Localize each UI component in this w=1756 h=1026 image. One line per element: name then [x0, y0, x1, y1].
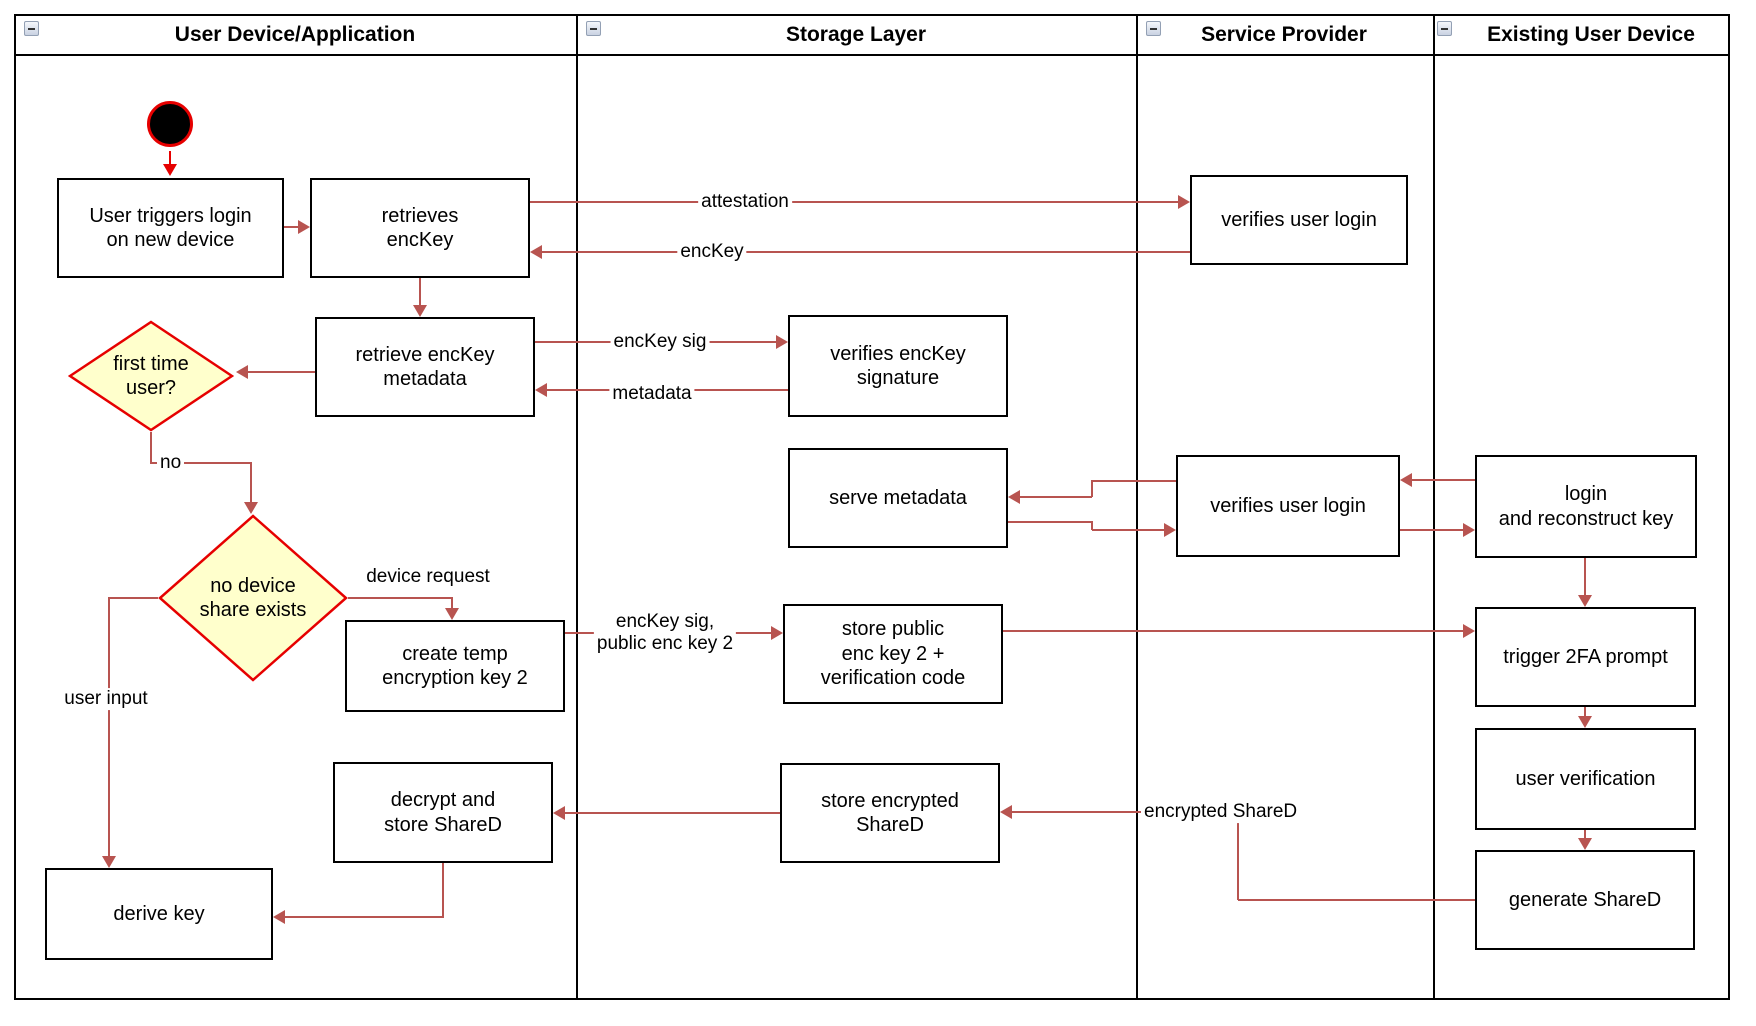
arrowhead-right-icon [1463, 523, 1475, 537]
arrowhead-left-icon [1000, 805, 1012, 819]
edge-device-request [348, 597, 453, 599]
start-node[interactable] [147, 101, 193, 147]
node-trigger-2fa[interactable]: trigger 2FA prompt [1475, 607, 1696, 707]
edge-login-retrieves [284, 226, 298, 228]
edge-login-2fa [1584, 558, 1586, 595]
edge-label-no: no [157, 452, 185, 474]
edge-start [169, 151, 171, 165]
edge-encrypted-shared [1238, 899, 1475, 901]
edge-decrypt-derive [285, 916, 444, 918]
edge-retrieves-metadata [419, 277, 421, 305]
edge-label-enckey-sig-public: encKey sig, public enc key 2 [593, 611, 737, 655]
arrowhead-down-icon [163, 164, 177, 176]
edge-verify-serve [1091, 480, 1093, 497]
node-decrypt-store-shared[interactable]: decrypt and store ShareD [333, 762, 553, 863]
edge-device-request [451, 597, 453, 608]
edge-no-path [250, 462, 252, 502]
edge-label-enckey-sig: encKey sig [610, 331, 710, 353]
collapse-icon[interactable] [586, 21, 601, 36]
node-verifies-user-login-mid[interactable]: verifies user login [1176, 455, 1400, 557]
lane-divider-1 [576, 14, 578, 1000]
edge-label-attestation: attestation [698, 191, 792, 213]
edge-attestation [530, 201, 1178, 203]
decision-no-device-share[interactable]: no device share exists [158, 514, 348, 682]
node-retrieves-enckey[interactable]: retrieves encKey [310, 178, 530, 278]
edge-store-decrypt [565, 812, 780, 814]
edge-serve-verify [1091, 521, 1093, 530]
arrowhead-right-icon [1463, 624, 1475, 638]
arrowhead-down-icon [1578, 716, 1592, 728]
node-verifies-user-login-top[interactable]: verifies user login [1190, 175, 1408, 265]
node-create-temp-key2[interactable]: create temp encryption key 2 [345, 620, 565, 712]
edge-user-input [108, 597, 110, 856]
lane-divider-2 [1136, 14, 1138, 1000]
edge-enckey-return [542, 251, 1190, 253]
diamond-shape-icon [68, 320, 234, 432]
edge-encrypted-shared [1237, 811, 1239, 900]
edge-serve-verify [1092, 529, 1164, 531]
node-login-reconstruct-key[interactable]: login and reconstruct key [1475, 455, 1697, 558]
arrowhead-down-icon [1578, 595, 1592, 607]
edge-label-encrypted-shared: encrypted ShareD [1141, 801, 1301, 823]
arrowhead-right-icon [776, 335, 788, 349]
edge-encrypted-shared [1012, 811, 1238, 813]
edge-label-user-input: user input [61, 688, 151, 710]
arrowhead-down-icon [244, 502, 258, 514]
edge-label-enckey: encKey [677, 241, 747, 263]
edge-serve-verify [1008, 521, 1092, 523]
edge-verify-login [1400, 529, 1463, 531]
edge-no-path [150, 462, 252, 464]
edge-no-path [150, 432, 152, 463]
diamond-shape-icon [158, 514, 348, 682]
lane-header-user-device[interactable]: User Device/Application [174, 23, 416, 46]
edge-storekey-2fa [1003, 630, 1463, 632]
lane-header-storage-layer[interactable]: Storage Layer [785, 23, 927, 46]
lane-divider-3 [1433, 14, 1435, 1000]
arrowhead-left-icon [1400, 473, 1412, 487]
collapse-icon[interactable] [1437, 21, 1452, 36]
edge-label-device-request: device request [363, 566, 493, 588]
edge-decrypt-derive [442, 863, 444, 917]
arrowhead-left-icon [273, 910, 285, 924]
arrowhead-right-icon [1164, 523, 1176, 537]
node-store-encrypted-shared[interactable]: store encrypted ShareD [780, 763, 1000, 863]
arrowhead-right-icon [298, 220, 310, 234]
arrowhead-left-icon [236, 365, 248, 379]
edge-metadata-decision [248, 371, 315, 373]
edge-verify-serve [1020, 496, 1092, 498]
arrowhead-left-icon [1008, 490, 1020, 504]
arrowhead-down-icon [102, 856, 116, 868]
collapse-icon[interactable] [1146, 21, 1161, 36]
arrowhead-down-icon [1578, 838, 1592, 850]
edge-2fa-verify [1584, 707, 1586, 716]
arrowhead-right-icon [771, 626, 783, 640]
edge-verify-generate [1584, 830, 1586, 838]
decision-first-time-user[interactable]: first time user? [68, 320, 234, 432]
node-store-public-key2[interactable]: store public enc key 2 + verification co… [783, 604, 1003, 704]
node-generate-shared[interactable]: generate ShareD [1475, 850, 1695, 950]
node-verifies-enckey-signature[interactable]: verifies encKey signature [788, 315, 1008, 417]
node-user-verification[interactable]: user verification [1475, 728, 1696, 830]
arrowhead-down-icon [413, 305, 427, 317]
edge-user-input [109, 597, 158, 599]
arrowhead-down-icon [445, 608, 459, 620]
lane-header-existing-user-device[interactable]: Existing User Device [1487, 23, 1695, 46]
edge-login-verify [1412, 479, 1475, 481]
edge-label-metadata: metadata [609, 383, 695, 405]
node-serve-metadata[interactable]: serve metadata [788, 448, 1008, 548]
arrowhead-left-icon [530, 245, 542, 259]
lane-header-service-provider[interactable]: Service Provider [1201, 23, 1367, 46]
node-retrieve-enckey-metadata[interactable]: retrieve encKey metadata [315, 317, 535, 417]
arrowhead-left-icon [553, 806, 565, 820]
header-separator [14, 54, 1730, 56]
edge-verify-serve [1092, 480, 1176, 482]
arrowhead-left-icon [535, 383, 547, 397]
arrowhead-right-icon [1178, 195, 1190, 209]
collapse-icon[interactable] [24, 21, 39, 36]
node-user-triggers-login[interactable]: User triggers login on new device [57, 178, 284, 278]
node-derive-key[interactable]: derive key [45, 868, 273, 960]
